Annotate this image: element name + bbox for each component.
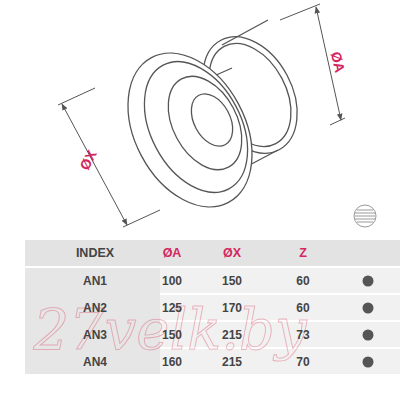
table-cell: 150	[222, 275, 242, 287]
table-cell: 60	[296, 275, 309, 287]
table-cell: 160	[162, 356, 182, 368]
table-header: ØA	[163, 247, 182, 260]
table-cell: AN4	[83, 356, 107, 368]
table-cell: AN1	[83, 275, 107, 287]
dimension-label: ØA	[329, 50, 347, 74]
table-cell: 215	[222, 329, 242, 341]
table-cell: AN3	[83, 329, 107, 341]
table-cell: 125	[162, 302, 182, 314]
dimension-label: ØX	[77, 148, 99, 172]
table-cell: 73	[296, 329, 309, 341]
table-cell: AN2	[83, 302, 107, 314]
table-cell: 60	[296, 302, 309, 314]
table-cell: 170	[222, 302, 242, 314]
table-header: ØX	[223, 247, 241, 260]
table-cell: 100	[162, 275, 182, 287]
table-cell: 215	[222, 356, 242, 368]
table-header: Z	[299, 247, 307, 260]
table-cell: 70	[296, 356, 309, 368]
table-cell: 150	[162, 329, 182, 341]
table-header: INDEX	[76, 247, 114, 260]
